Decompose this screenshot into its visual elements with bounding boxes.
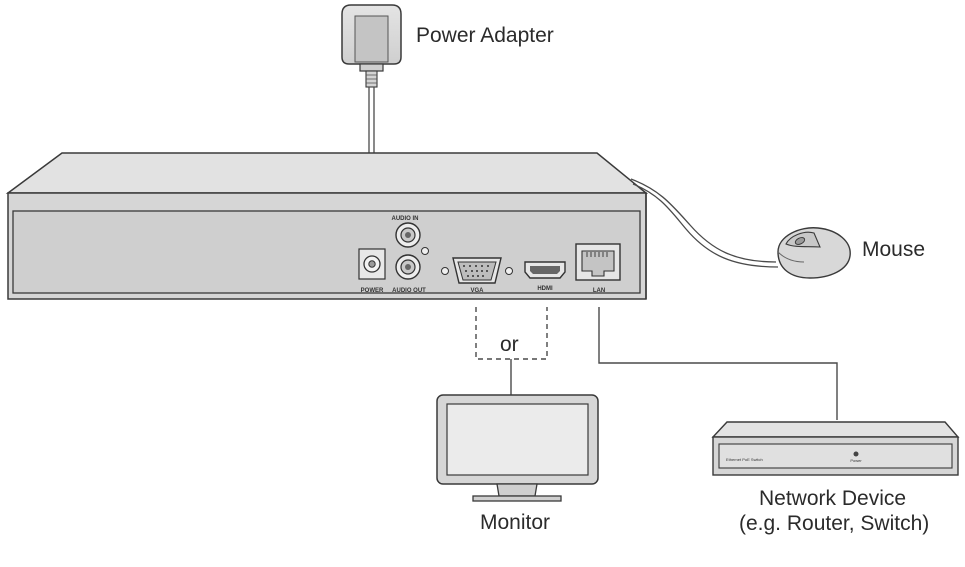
power-adapter xyxy=(341,4,402,88)
lan-port xyxy=(575,243,621,281)
label-monitor: Monitor xyxy=(480,511,551,534)
switch-panel-led: Power xyxy=(850,458,862,463)
mouse xyxy=(777,227,851,279)
port-label-audio-in: AUDIO IN xyxy=(392,216,419,222)
lan-cable xyxy=(598,307,838,420)
port-labels: POWER AUDIO IN AUDIO OUT VGA HDMI LAN xyxy=(361,216,606,294)
label-network-device-example: (e.g. Router, Switch) xyxy=(739,512,930,535)
nvr-device xyxy=(5,152,649,300)
vga-port xyxy=(441,257,513,284)
port-label-hdmi: HDMI xyxy=(537,286,553,292)
port-label-audio-out: AUDIO OUT xyxy=(392,288,426,294)
switch-panel-name: Ethernet PoE Switch xyxy=(726,457,763,462)
audio-jacks xyxy=(395,222,429,280)
label-power-adapter: Power Adapter xyxy=(416,24,554,47)
port-label-vga: VGA xyxy=(470,288,484,294)
port-label-power: POWER xyxy=(361,288,384,294)
label-or: or xyxy=(500,333,519,356)
hdmi-port xyxy=(524,261,566,279)
label-network-device: Network Device xyxy=(759,487,907,510)
port-label-lan: LAN xyxy=(593,288,605,294)
label-mouse: Mouse xyxy=(862,238,926,261)
mouse-cable xyxy=(630,178,779,268)
power-port xyxy=(358,248,386,280)
video-cable-dashed xyxy=(475,307,548,395)
network-device: Ethernet PoE Switch Power xyxy=(711,421,960,476)
monitor xyxy=(436,394,599,502)
